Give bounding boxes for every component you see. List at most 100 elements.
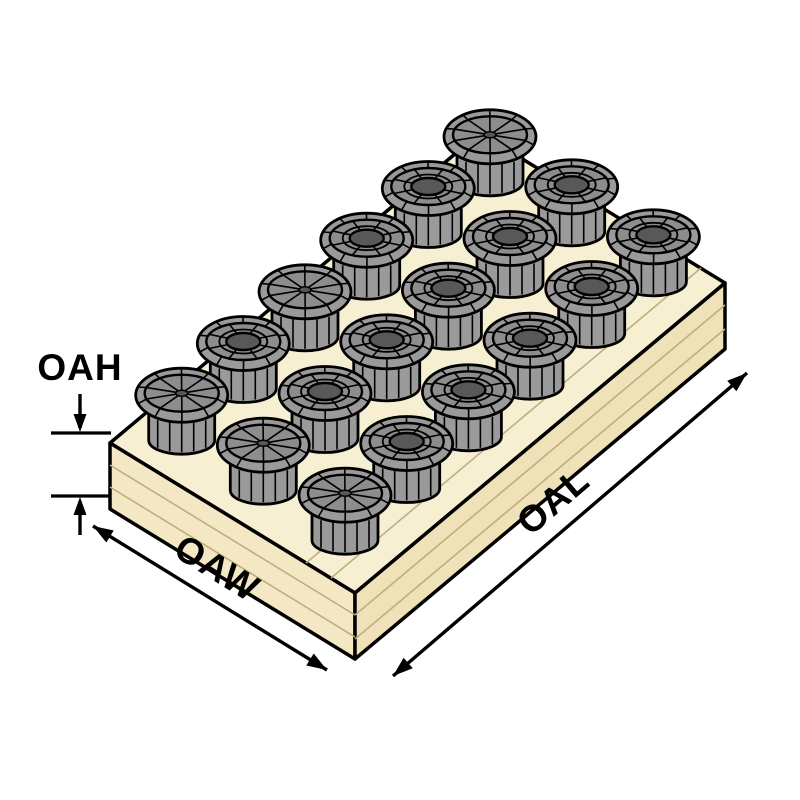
- face-slit: [393, 189, 412, 195]
- face-slit: [351, 245, 361, 256]
- face-slit: [383, 240, 401, 247]
- collet-nose-ring: [381, 428, 432, 455]
- rim-slit: [280, 396, 291, 403]
- rim-slit: [547, 291, 557, 298]
- rim-slit: [235, 457, 243, 468]
- face-slit: [577, 268, 586, 279]
- face-slit: [434, 194, 443, 205]
- face-slit: [372, 444, 391, 450]
- face-slit: [413, 168, 423, 179]
- face-slit: [372, 433, 391, 439]
- collet-bore-hole: [430, 278, 467, 298]
- face-slit: [475, 239, 494, 245]
- rim-slit: [199, 346, 209, 353]
- face-slit: [578, 167, 587, 178]
- face-slit: [352, 342, 371, 348]
- face-slit: [373, 220, 382, 231]
- collet-bore-hole: [553, 175, 590, 195]
- collet-center: [298, 286, 312, 294]
- face-slit: [434, 168, 444, 179]
- rim-slit: [219, 448, 229, 455]
- face-slit: [249, 349, 258, 360]
- face-slit: [598, 268, 607, 279]
- collet-nose-ring: [628, 221, 679, 248]
- collet: [462, 210, 558, 299]
- collet: [297, 466, 393, 556]
- rim-slit: [379, 498, 390, 505]
- face-slit: [208, 344, 227, 350]
- collet-bore-hole: [388, 431, 425, 452]
- face-slit: [537, 187, 556, 193]
- collet: [195, 315, 291, 404]
- rim-slit: [524, 139, 535, 146]
- rim-slit: [202, 407, 210, 418]
- rim-slit: [441, 446, 451, 453]
- collet-nose-ring: [566, 273, 617, 300]
- rim-slit: [531, 250, 538, 261]
- rim-slit: [326, 304, 333, 315]
- face-slit: [484, 392, 503, 398]
- collet-nose-ring: [341, 225, 392, 252]
- face-slit: [669, 227, 688, 233]
- rim-slit: [626, 291, 636, 298]
- face-slit: [259, 344, 278, 350]
- face-slit: [608, 289, 626, 295]
- collet-bore-hole: [635, 225, 672, 245]
- face-slit: [332, 240, 351, 246]
- arrowhead-lower-left-icon: [393, 657, 413, 676]
- rim-slit: [483, 293, 493, 300]
- rim-slit: [154, 407, 161, 418]
- face-slit: [484, 382, 503, 388]
- rim-slit: [407, 354, 415, 365]
- rim-slit: [612, 300, 620, 311]
- oah-label: OAH: [37, 347, 122, 388]
- rim-slit: [427, 455, 435, 466]
- rim-slit: [674, 249, 682, 260]
- face-slit: [588, 177, 607, 183]
- face-slit: [546, 330, 565, 336]
- face-slit: [413, 290, 432, 296]
- face-slit: [228, 349, 237, 360]
- face-slit: [576, 294, 586, 305]
- collet: [215, 416, 311, 506]
- face-slit: [413, 423, 422, 434]
- rim-slit: [551, 352, 558, 363]
- arrowhead-upper-right-icon: [727, 373, 747, 392]
- face-slit: [444, 178, 463, 184]
- rim-slit: [421, 344, 431, 351]
- face-slit: [474, 397, 483, 408]
- collet-nose-ring: [300, 378, 350, 405]
- grain-line: [354, 328, 726, 640]
- collet-center: [174, 389, 189, 397]
- collet-bore-hole: [450, 380, 487, 400]
- rim-slit: [277, 304, 285, 315]
- collet-bore-hole: [225, 331, 262, 352]
- rim-slit: [544, 241, 555, 248]
- rim-slit: [688, 239, 698, 246]
- face-slit: [638, 217, 648, 228]
- face-slit: [618, 237, 637, 243]
- rim-slit: [465, 241, 476, 248]
- rim-slit: [469, 302, 477, 313]
- face-slit: [526, 239, 545, 245]
- face-slit: [536, 320, 546, 331]
- rim-slit: [362, 446, 372, 453]
- collet-nose-ring: [485, 223, 535, 250]
- rim-slit: [379, 456, 386, 466]
- rim-slit: [502, 352, 510, 363]
- rim-slit: [384, 191, 394, 198]
- rim-slit: [401, 243, 411, 250]
- face-slit: [392, 423, 401, 434]
- face-slit: [546, 340, 565, 347]
- collet-nose-ring: [546, 171, 597, 198]
- rim-slit: [298, 448, 308, 455]
- face-slit: [494, 244, 504, 255]
- face-slit: [423, 433, 442, 439]
- collet-nose-ring: [403, 173, 454, 200]
- rim-slit: [387, 252, 395, 263]
- rim-slit: [592, 199, 600, 210]
- oaw-dimension-line: [92, 524, 328, 672]
- face-slit: [608, 278, 627, 284]
- collet-grid: [134, 108, 701, 556]
